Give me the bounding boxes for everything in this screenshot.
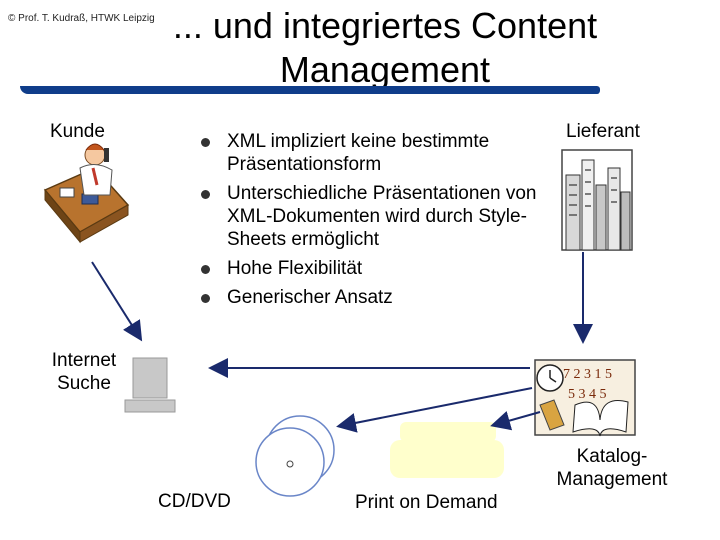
svg-text:7 2 3 1 5: 7 2 3 1 5 [563,367,612,382]
bullet-line: Unterschiedliche Präsentationen von [227,183,537,204]
bullet-line: XML-Dokumenten wird durch Style- [227,206,527,227]
bullet-line: Sheets ermöglicht [227,229,380,250]
copyright-notice: © Prof. T. Kudraß, HTWK Leipzig [8,13,155,24]
bullet-item: Hohe Flexibilität [195,257,555,280]
label-katalog-management: Katalog- Management [550,445,674,491]
slide-title: ... und integriertes Content Management [150,4,620,92]
printer-icon [390,422,504,478]
bullet-list: XML impliziert keine bestimmte Präsentat… [195,130,555,315]
monitor-icon [124,357,176,413]
label-internet-suche: Internet Suche [44,349,124,395]
label-kunde: Kunde [50,121,105,142]
label-print-on-demand: Print on Demand [355,492,498,513]
cd-dvd-icon [255,415,335,497]
bullet-item: Generischer Ansatz [195,286,555,309]
bullet-item: Unterschiedliche Präsentationen von XML-… [195,182,555,251]
arrow-kunde-to-monitor [91,261,143,342]
customer-phone-icon [43,143,130,244]
title-line-2: Management [279,49,491,90]
bullet-line: XML impliziert keine bestimmte [227,131,490,152]
title-underline-bar [20,86,600,94]
svg-text:5 3 4 5: 5 3 4 5 [568,387,607,402]
arrow-katalog-to-printer [490,411,541,431]
bullet-item: XML impliziert keine bestimmte Präsentat… [195,130,555,176]
label-lieferant: Lieferant [566,121,640,142]
label-line: Suche [57,373,111,394]
label-cd-dvd: CD/DVD [158,491,231,512]
bullet-line: Präsentationsform [227,154,382,175]
label-line: Katalog- [576,446,648,467]
label-line: Internet [51,350,117,371]
bullet-line: Generischer Ansatz [227,287,393,308]
city-buildings-icon [561,149,633,251]
bullet-line: Hohe Flexibilität [227,258,363,279]
arrow-katalog-to-cd [336,387,533,433]
catalog-book-clock-icon: 7 2 3 1 5 5 3 4 5 [534,359,636,437]
title-line-1: ... und integriertes Content [172,5,598,46]
label-line: Management [556,469,668,490]
